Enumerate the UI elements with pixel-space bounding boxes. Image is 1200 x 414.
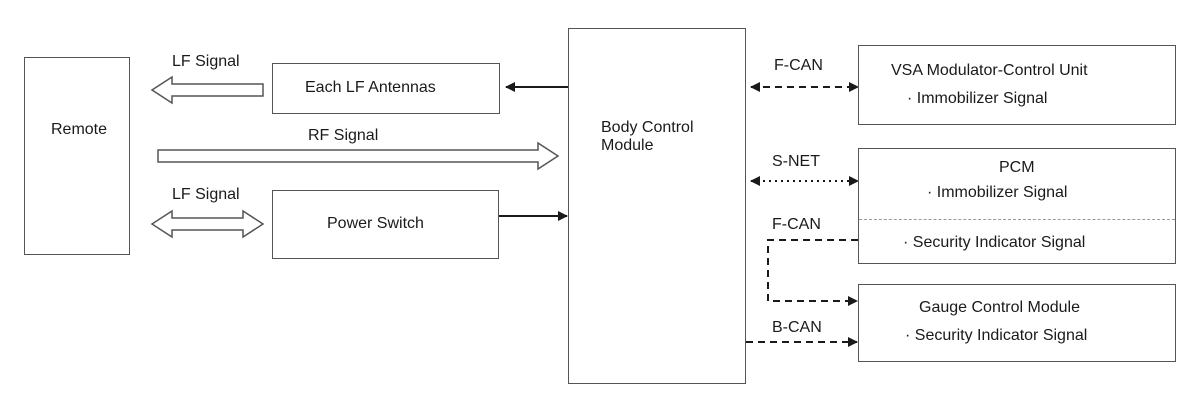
lf-signal-top-arrow <box>150 75 264 105</box>
pcm-signal-security: · Security Indicator Signal <box>903 234 1086 251</box>
pcm-signal-immobilizer: · Immobilizer Signal <box>927 184 1068 201</box>
body-control-module-box: Body Control Module <box>568 28 746 384</box>
power-switch-label: Power Switch <box>327 215 424 232</box>
rf-signal-arrow <box>157 141 560 171</box>
gauge-title: Gauge Control Module <box>919 299 1080 316</box>
lf-signal-bottom-label: LF Signal <box>172 186 240 203</box>
bcan-gauge-label: B-CAN <box>772 319 822 336</box>
lf-antennas-label: Each LF Antennas <box>305 79 436 96</box>
gauge-control-module-box: Gauge Control Module · Security Indicato… <box>858 284 1176 362</box>
rf-signal-label: RF Signal <box>308 127 379 144</box>
power-switch-box: Power Switch <box>272 190 499 259</box>
pcm-title: PCM <box>999 159 1035 176</box>
vsa-signal: · Immobilizer Signal <box>907 90 1048 107</box>
fcan-pcm-gauge-line <box>767 239 858 306</box>
pcm-divider <box>859 219 1175 220</box>
vsa-title: VSA Modulator-Control Unit <box>891 62 1088 79</box>
vsa-box: VSA Modulator-Control Unit · Immobilizer… <box>858 45 1176 125</box>
lf-antennas-box: Each LF Antennas <box>272 63 500 114</box>
fcan-vsa-label: F-CAN <box>774 57 823 74</box>
remote-label: Remote <box>51 121 108 138</box>
remote-box: Remote <box>24 57 130 255</box>
gauge-signal: · Security Indicator Signal <box>905 327 1088 344</box>
bcm-label-line1: Body Control <box>601 119 694 136</box>
bcm-label-line2: Module <box>601 137 654 154</box>
lf-signal-bottom-arrow <box>150 209 265 239</box>
snet-pcm-label: S-NET <box>772 153 820 170</box>
pcm-box: PCM · Immobilizer Signal · Security Indi… <box>858 148 1176 264</box>
fcan-gauge-label: F-CAN <box>772 216 821 233</box>
lf-signal-top-label: LF Signal <box>172 53 240 70</box>
